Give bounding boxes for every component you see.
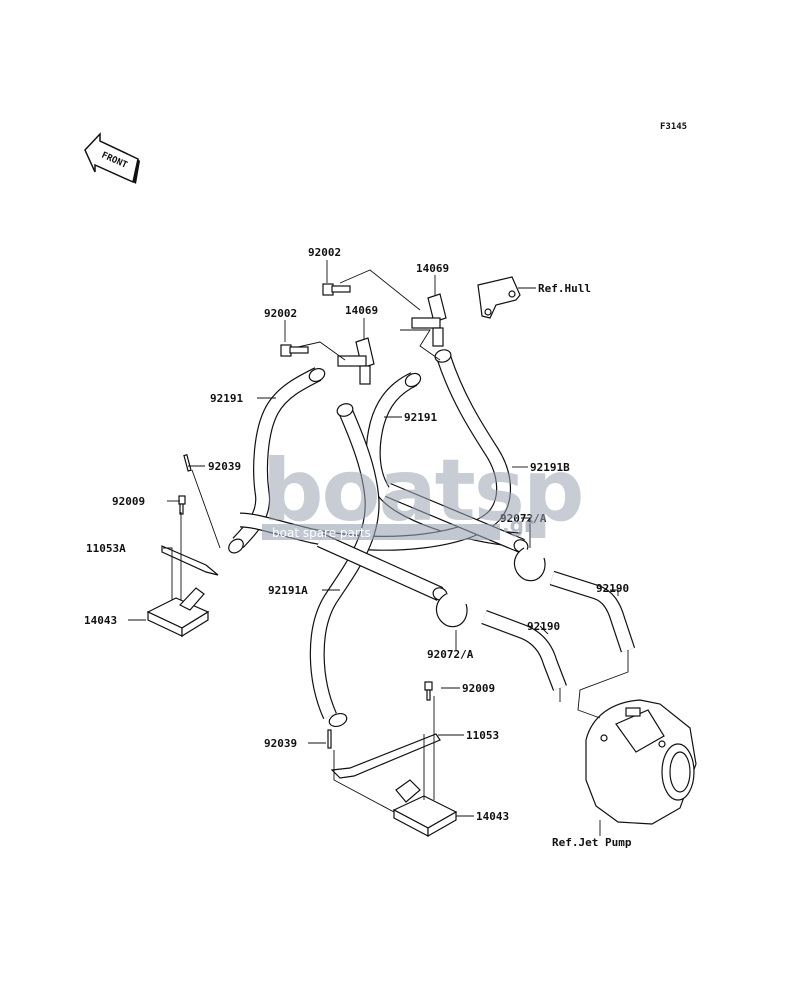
- jet-pump: [585, 699, 697, 825]
- label-11053: 11053: [466, 729, 499, 742]
- label-ref-jet-pump: Ref.Jet Pump: [552, 836, 632, 849]
- leader-lines: [128, 260, 629, 836]
- fitting-14069-top: [411, 293, 447, 347]
- label-92009-left: 92009: [112, 495, 145, 508]
- label-92191-left: 92191: [210, 392, 243, 405]
- label-92072A-right: 92072/A: [500, 512, 547, 525]
- label-92191B: 92191B: [530, 461, 570, 474]
- label-14069-top: 14069: [416, 262, 449, 275]
- fitting-14069-mid: [337, 337, 375, 385]
- label-14043-left: 14043: [84, 614, 117, 627]
- label-14069-mid: 14069: [345, 304, 378, 317]
- label-92039-top: 92039: [208, 460, 241, 473]
- front-arrow-icon: FRONT: [84, 132, 140, 184]
- label-11053A: 11053A: [86, 542, 126, 555]
- figure-code: F3145: [660, 122, 687, 132]
- label-ref-hull: Ref.Hull: [538, 282, 591, 295]
- label-92191-center: 92191: [404, 411, 437, 424]
- clamp-92072A-center: [435, 593, 468, 628]
- label-92190-center: 92190: [527, 620, 560, 633]
- clamp-92072A-right: [513, 547, 546, 582]
- part-labels: 92002 14069 Ref.Hull 92002 14069 92191 9…: [84, 246, 632, 849]
- watermark-suffix: .gr: [502, 513, 534, 537]
- label-14043-bottom: 14043: [476, 810, 509, 823]
- label-92039-bottom: 92039: [264, 737, 297, 750]
- bolt-92002-mid: [280, 344, 309, 357]
- strainer-left: [146, 454, 219, 638]
- watermark: boatsp .gr boat spare parts: [262, 441, 585, 541]
- label-92009-bottom: 92009: [462, 682, 495, 695]
- hull-bracket: [477, 276, 521, 319]
- hose-92190-right: [549, 570, 636, 653]
- label-92002-mid: 92002: [264, 307, 297, 320]
- watermark-tagline: boat spare parts: [272, 526, 371, 540]
- strainer-bottom: [327, 681, 458, 838]
- label-92072A-center: 92072/A: [427, 648, 474, 661]
- bolt-92002-top: [322, 283, 351, 296]
- label-92191A: 92191A: [268, 584, 308, 597]
- hose-92190-center: [481, 609, 568, 691]
- label-92190-right: 92190: [596, 582, 629, 595]
- label-92002-top: 92002: [308, 246, 341, 259]
